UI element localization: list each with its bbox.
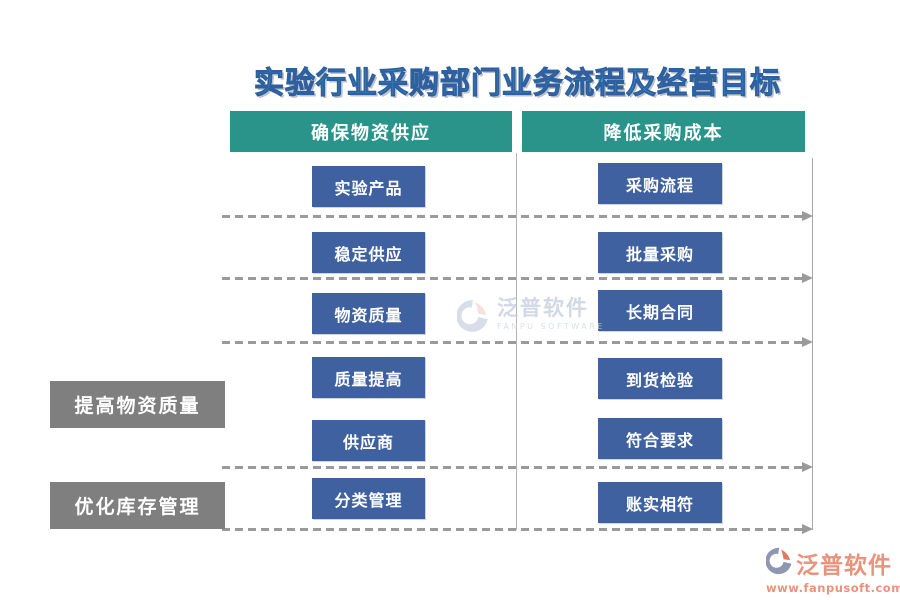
flow-box-right-2: 批量采购 xyxy=(598,232,722,273)
side-label-quality: 提高物资质量 xyxy=(50,381,225,428)
side-label-inventory: 优化库存管理 xyxy=(50,482,225,529)
flow-box-left-1: 实验产品 xyxy=(312,166,425,207)
flow-box-right-6: 账实相符 xyxy=(598,482,722,523)
flow-box-left-5: 供应商 xyxy=(312,420,425,461)
watermark-subtitle: FANPU SOFTWARE xyxy=(497,322,605,331)
dashed-arrow-1 xyxy=(222,211,813,221)
dashed-arrow-3 xyxy=(222,337,813,347)
flow-box-right-3: 长期合同 xyxy=(598,290,722,331)
dashed-arrow-4 xyxy=(222,462,813,472)
flow-box-right-5: 符合要求 xyxy=(598,418,722,459)
flow-box-right-1: 采购流程 xyxy=(598,163,722,204)
center-watermark: 泛普软件 FANPU SOFTWARE xyxy=(456,296,605,338)
flow-box-left-2: 稳定供应 xyxy=(312,232,425,273)
goal-header-supply: 确保物资供应 xyxy=(230,111,512,152)
goal-header-cost: 降低采购成本 xyxy=(522,111,805,152)
page-title: 实验行业采购部门业务流程及经营目标 xyxy=(254,66,781,102)
flow-box-left-6: 分类管理 xyxy=(312,478,425,519)
flow-box-right-4: 到货检验 xyxy=(598,358,722,399)
flow-box-left-3: 物资质量 xyxy=(312,293,425,334)
dashed-arrow-2 xyxy=(222,273,813,283)
watermark-name: 泛普软件 xyxy=(497,296,589,320)
fanpu-logo: 泛普软件 www.fanpusoft.com xyxy=(765,546,900,595)
flow-box-left-4: 质量提高 xyxy=(312,357,425,398)
fanpu-logo-url: www.fanpusoft.com xyxy=(766,581,900,595)
watermark-logo-icon xyxy=(456,298,491,338)
fanpu-logo-icon xyxy=(765,546,794,580)
fanpu-logo-name: 泛普软件 xyxy=(796,553,892,579)
dashed-arrow-5 xyxy=(222,524,813,534)
